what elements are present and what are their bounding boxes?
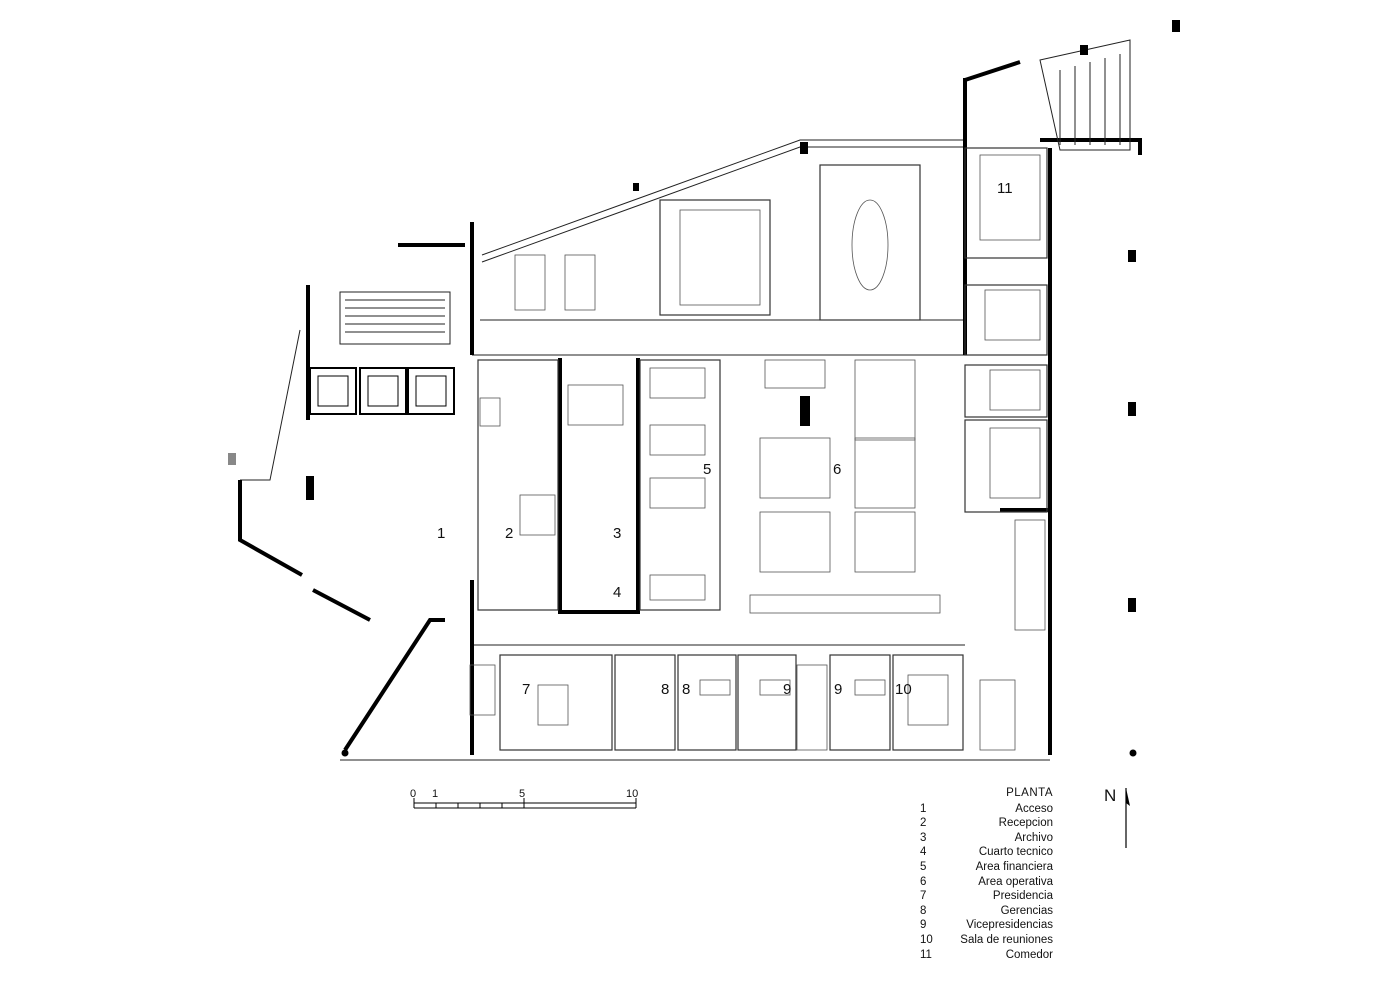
room-label-9b: 9: [834, 681, 842, 698]
legend-item-name: Comedor: [1005, 948, 1053, 961]
legend-item-name: Area operativa: [978, 875, 1053, 888]
scale-tick-0: 0: [410, 788, 416, 800]
north-arrow-icon: [1126, 788, 1130, 806]
legend-item: 2 Recepcion: [920, 816, 1053, 831]
room-label-2: 2: [505, 525, 513, 542]
legend-item-name: Presidencia: [992, 890, 1053, 903]
legend-item-name: Archivo: [1014, 831, 1053, 844]
legend: PLANTA 1 Acceso 2 Recepcion 3 Archivo 4 Cuarto …: [920, 786, 1053, 962]
scale-tick-5: 5: [519, 788, 525, 800]
legend-item-name: Area financiera: [975, 860, 1053, 873]
legend-item-name: Cuarto tecnico: [978, 846, 1053, 859]
room-label-11: 11: [997, 180, 1013, 197]
columns: [228, 20, 1180, 757]
room-label-5: 5: [703, 461, 711, 478]
legend-item-number: 6: [920, 875, 927, 888]
legend-item: 10 Sala de reuniones: [920, 933, 1053, 948]
north-label: N: [1104, 786, 1116, 805]
legend-item-name: Gerencias: [1000, 904, 1053, 917]
legend-item: 4 Cuarto tecnico: [920, 845, 1053, 860]
legend-item-number: 8: [920, 904, 927, 917]
legend-item-number: 2: [920, 817, 927, 830]
structural-walls: [238, 60, 1142, 755]
northeast-stair: [1039, 39, 1131, 151]
room-label-1: 1: [437, 525, 445, 542]
legend-item: 8 Gerencias: [920, 904, 1053, 919]
legend-item-name: Sala de reuniones: [960, 933, 1053, 946]
partitions: [477, 147, 1048, 751]
legend-item-number: 5: [920, 860, 927, 873]
legend-item-number: 10: [920, 933, 933, 946]
north-arrow: N: [1104, 786, 1130, 848]
building-envelope: [240, 139, 1050, 761]
room-label-3: 3: [613, 525, 621, 542]
legend-item-name: Acceso: [1015, 802, 1053, 815]
legend-item-number: 7: [920, 890, 927, 903]
legend-item-number: 11: [920, 948, 932, 961]
meeting-table: [851, 199, 889, 291]
legend-list: 1 Acceso 2 Recepcion 3 Archivo 4 Cuarto tecnico…: [920, 802, 1053, 963]
room-label-9a: 9: [783, 681, 791, 698]
room-label-8a: 8: [661, 681, 669, 698]
legend-item: 6 Area operativa: [920, 875, 1053, 890]
legend-item: 5 Area financiera: [920, 860, 1053, 875]
legend-item-number: 9: [920, 919, 927, 932]
restroom-fixtures: [469, 519, 1046, 751]
legend-item: 1 Acceso: [920, 802, 1053, 817]
room-label-10: 10: [895, 681, 912, 698]
room-label-8b: 8: [682, 681, 690, 698]
room-labels: 1 2 3 4 5 6 7 8 8 9 9 10 11: [437, 180, 1013, 698]
scale-bar: 0 1 5 10: [410, 788, 638, 809]
room-label-4: 4: [613, 584, 621, 601]
legend-item-number: 1: [920, 802, 927, 815]
scale-tick-10: 10: [626, 788, 638, 800]
elevators: [309, 367, 455, 415]
workstations: [479, 154, 1041, 726]
legend-item-number: 3: [920, 831, 927, 844]
room-label-6: 6: [833, 461, 841, 478]
legend-item-number: 4: [920, 846, 927, 859]
legend-item: 3 Archivo: [920, 831, 1053, 846]
legend-title: PLANTA: [1006, 787, 1053, 799]
legend-item-name: Recepcion: [998, 817, 1053, 830]
scale-tick-1: 1: [432, 788, 438, 800]
legend-item: 7 Presidencia: [920, 889, 1053, 904]
legend-item-name: Vicepresidencias: [966, 919, 1053, 932]
legend-item: 11 Comedor: [920, 948, 1053, 963]
stair-core: [339, 291, 451, 345]
legend-item: 9 Vicepresidencias: [920, 918, 1053, 933]
room-label-7: 7: [522, 681, 530, 698]
